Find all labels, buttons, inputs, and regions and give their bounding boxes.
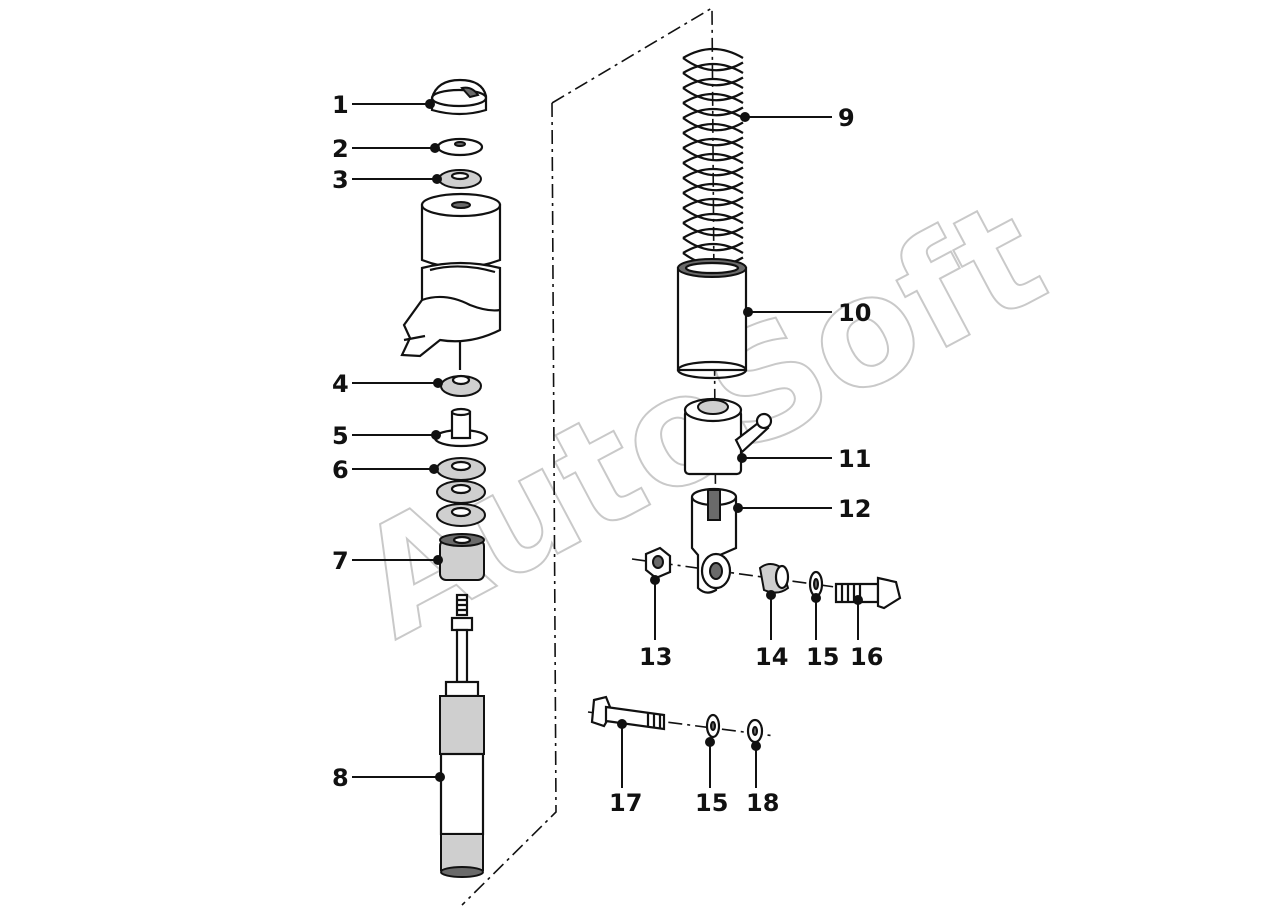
callout-label-17: 17 xyxy=(609,789,642,817)
callout-label-13: 13 xyxy=(639,643,672,671)
spring-coil-back xyxy=(682,243,744,254)
part-buffer-block xyxy=(439,533,485,581)
part-nut xyxy=(438,169,482,189)
part-adjuster-collar xyxy=(683,397,773,476)
spring-coil-front xyxy=(682,237,744,252)
callout-label-6: 6 xyxy=(332,456,349,484)
callout-15-upper: 15 xyxy=(806,593,839,671)
spring-coil-back xyxy=(682,228,744,239)
callout-label-16: 16 xyxy=(850,643,883,671)
spring-coil-back xyxy=(682,123,744,134)
callout-1: 1 xyxy=(332,91,435,119)
spring-coil-front xyxy=(682,222,744,237)
spring-coil-back xyxy=(682,78,744,89)
callout-15-lower: 15 xyxy=(695,737,728,817)
spring-coil-back xyxy=(682,138,744,149)
part-washer xyxy=(436,137,484,157)
callout-label-2: 2 xyxy=(332,135,349,163)
callout-label-7: 7 xyxy=(332,547,349,575)
part-dome-cap xyxy=(430,78,488,116)
spring-coil-front xyxy=(682,117,744,132)
part-lower-mount xyxy=(690,487,738,594)
spring-coil-back xyxy=(682,153,744,164)
callout-label-8: 8 xyxy=(332,764,349,792)
callout-4: 4 xyxy=(332,370,443,398)
spring-coil-back xyxy=(682,213,744,224)
callout-16: 16 xyxy=(850,595,883,671)
spring-coil-front xyxy=(682,102,744,117)
spring-coil-back xyxy=(682,93,744,104)
callout-label-14: 14 xyxy=(755,643,788,671)
part-spacer-sleeve xyxy=(433,407,489,448)
spring-coil-front xyxy=(682,57,744,72)
spring-coil-front xyxy=(682,87,744,102)
spring-coil-front xyxy=(682,192,744,207)
callout-6: 6 xyxy=(332,456,439,484)
callout-7: 7 xyxy=(332,547,443,575)
part-lock-washer xyxy=(746,718,764,744)
part-washer-lower xyxy=(705,713,721,739)
spring-coil-front xyxy=(682,162,744,177)
callout-label-18: 18 xyxy=(746,789,779,817)
spring-coil-front xyxy=(682,147,744,162)
callout-label-10: 10 xyxy=(838,299,871,327)
part-bushing-sleeve xyxy=(758,563,790,594)
callout-3: 3 xyxy=(332,166,442,194)
spring-coil-back xyxy=(682,168,744,179)
callout-label-4: 4 xyxy=(332,370,349,398)
spring-coil-back xyxy=(682,63,744,74)
callout-11: 11 xyxy=(737,445,871,473)
spring-coil-back xyxy=(682,183,744,194)
callout-17: 17 xyxy=(609,719,642,817)
callout-label-9: 9 xyxy=(838,104,855,132)
callout-5: 5 xyxy=(332,422,441,450)
spring-coil-back xyxy=(682,198,744,209)
callout-label-15-lower: 15 xyxy=(695,789,728,817)
callout-label-1: 1 xyxy=(332,91,349,119)
callout-10: 10 xyxy=(743,299,871,327)
part-hex-nut xyxy=(644,546,672,580)
callout-9: 9 xyxy=(740,104,855,132)
callout-label-12: 12 xyxy=(838,495,871,523)
part-spring-tube xyxy=(676,258,748,380)
spring-coil-front xyxy=(682,132,744,147)
callout-13: 13 xyxy=(639,575,672,671)
part-bolt-lower xyxy=(590,695,666,731)
part-bump-stop xyxy=(440,374,482,397)
callout-label-11: 11 xyxy=(838,445,871,473)
callout-12: 12 xyxy=(733,495,871,523)
callout-label-3: 3 xyxy=(332,166,349,194)
callout-8: 8 xyxy=(332,764,445,792)
part-washer-small xyxy=(808,570,824,598)
part-rubber-bushings xyxy=(436,457,486,527)
spring-coil-front xyxy=(682,177,744,192)
callout-2: 2 xyxy=(332,135,440,163)
spring-coil-front xyxy=(682,72,744,87)
part-rubber-boot xyxy=(400,192,502,370)
callout-label-5: 5 xyxy=(332,422,349,450)
spring-coil-back xyxy=(682,108,744,119)
callout-18: 18 xyxy=(746,741,779,817)
spring-coil-front xyxy=(682,207,744,222)
part-bolt-upper xyxy=(834,576,902,610)
callout-14: 14 xyxy=(755,590,788,671)
part-shock-absorber xyxy=(439,593,485,878)
spring-coil-back xyxy=(682,48,744,59)
part-coil-spring xyxy=(682,48,744,267)
callout-label-15-upper: 15 xyxy=(806,643,839,671)
